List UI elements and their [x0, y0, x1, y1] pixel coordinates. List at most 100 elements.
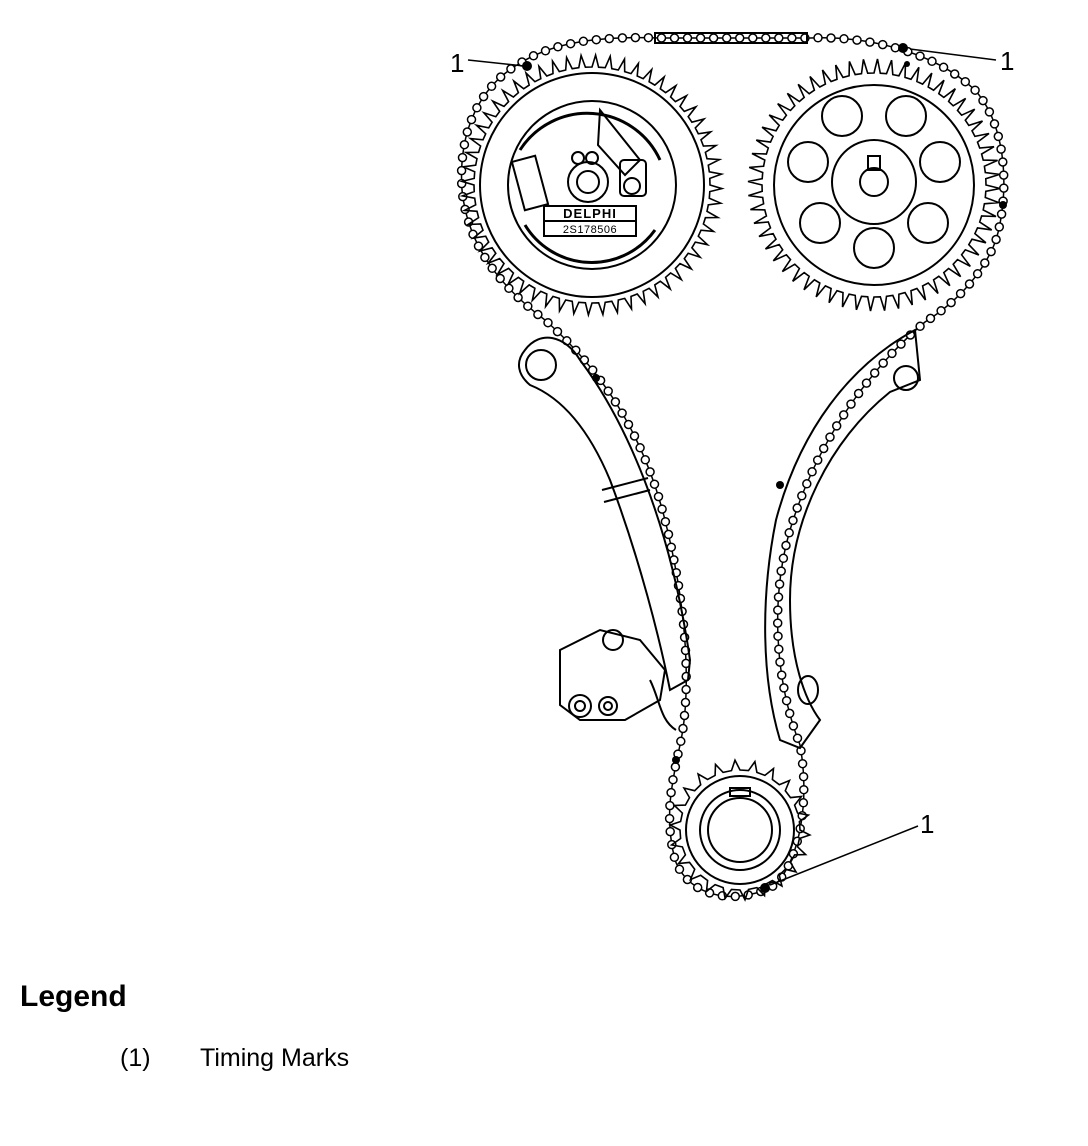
- chain-link: [986, 246, 996, 257]
- upper-chain-guide: [654, 32, 808, 44]
- chain-link: [787, 33, 797, 43]
- callout-leader-bottom: [769, 825, 919, 886]
- chain-tensioner: [559, 628, 677, 731]
- chain-link: [831, 421, 842, 431]
- chain-link: [781, 540, 791, 551]
- chain-link: [473, 241, 484, 251]
- chain-link: [994, 222, 1005, 232]
- chain-link: [761, 33, 771, 43]
- chain-link: [487, 263, 497, 274]
- chain-link: [528, 51, 539, 61]
- chain-link: [960, 76, 971, 87]
- legend-item: (1) Timing Marks: [120, 1044, 349, 1073]
- chain-link: [996, 209, 1007, 219]
- chain-link: [896, 339, 906, 349]
- chain-link: [472, 103, 482, 113]
- chain-link: [504, 283, 514, 294]
- chain-link: [792, 733, 803, 743]
- chain-link: [788, 515, 798, 526]
- chain-link: [773, 592, 784, 602]
- part-number-text: 2S178506: [563, 224, 617, 236]
- chain-link: [887, 348, 897, 359]
- right-fixed-guide: [764, 328, 922, 750]
- chain-link: [486, 81, 497, 92]
- chain-link: [774, 579, 785, 589]
- chain-link: [772, 618, 783, 628]
- callout-label-right: 1: [1000, 46, 1014, 76]
- chain-link: [798, 771, 809, 782]
- chain-link: [839, 34, 849, 44]
- chain-link: [774, 33, 784, 43]
- chain-link: [853, 388, 864, 399]
- crank-sprocket-teeth: [668, 758, 812, 902]
- chain-link: [798, 798, 809, 808]
- chain-link: [679, 710, 690, 721]
- chain-link: [852, 35, 862, 45]
- chain-link: [776, 566, 786, 576]
- chain-link: [649, 479, 660, 489]
- chain-link: [998, 170, 1009, 180]
- chain-link: [861, 378, 872, 388]
- chain-link: [936, 306, 946, 316]
- chain-link: [478, 91, 489, 102]
- crankshaft-sprocket: [668, 758, 812, 902]
- chain-link: [980, 258, 990, 268]
- chain-link: [591, 34, 602, 45]
- chain-link: [587, 365, 598, 375]
- chain-link: [668, 774, 678, 785]
- chain-link: [869, 368, 880, 378]
- chain-link: [669, 852, 680, 863]
- chain-link: [938, 62, 949, 73]
- chain-link: [797, 758, 808, 769]
- chain-link: [682, 33, 693, 43]
- chain-link: [656, 33, 667, 43]
- chain-links: [456, 32, 1009, 902]
- timing-chain-diagram: DELPHI 2S178506: [450, 32, 1014, 902]
- callout-label-left: 1: [450, 48, 464, 78]
- chain-link: [784, 528, 794, 538]
- chain-link: [523, 301, 533, 311]
- chain-link: [773, 605, 783, 615]
- chain-link: [846, 399, 856, 409]
- chain-link: [774, 644, 784, 654]
- right-sprocket-teeth: [747, 58, 1001, 312]
- chain-link: [553, 42, 563, 52]
- chain-link: [617, 33, 628, 43]
- chain-link: [776, 670, 787, 680]
- chain-link: [915, 51, 925, 61]
- chain-link: [513, 292, 523, 303]
- chain-link: [635, 443, 645, 453]
- chain-link: [825, 432, 835, 442]
- chain-link: [878, 358, 888, 368]
- chain-link: [826, 33, 836, 43]
- chain-link: [623, 419, 634, 430]
- chain-link: [818, 443, 829, 454]
- chain-link: [578, 36, 589, 47]
- chain-link: [925, 313, 936, 324]
- chain-link: [799, 784, 809, 795]
- chain-link: [640, 455, 651, 465]
- chain-link: [998, 157, 1008, 167]
- chain-link: [604, 33, 615, 44]
- chain-link: [495, 273, 505, 284]
- chain-link: [993, 131, 1004, 142]
- chain-link: [788, 721, 799, 731]
- chain-link: [946, 297, 956, 308]
- chain-link: [978, 95, 988, 106]
- chain-link: [653, 491, 664, 502]
- chain-link: [955, 288, 966, 299]
- chain-link: [781, 695, 792, 706]
- chain-link: [678, 723, 688, 734]
- chain-link: [666, 542, 677, 552]
- chain-link: [812, 455, 823, 465]
- chain-link: [669, 33, 680, 43]
- chain-link: [665, 826, 675, 837]
- callout-leader-right: [909, 48, 997, 61]
- chain-link: [972, 269, 983, 279]
- chain-link: [779, 683, 789, 693]
- chain-link: [617, 408, 627, 418]
- chain-link: [629, 431, 640, 441]
- chain-link: [462, 127, 473, 137]
- chain-link: [989, 119, 1000, 129]
- left-tensioner-guide: [518, 336, 692, 692]
